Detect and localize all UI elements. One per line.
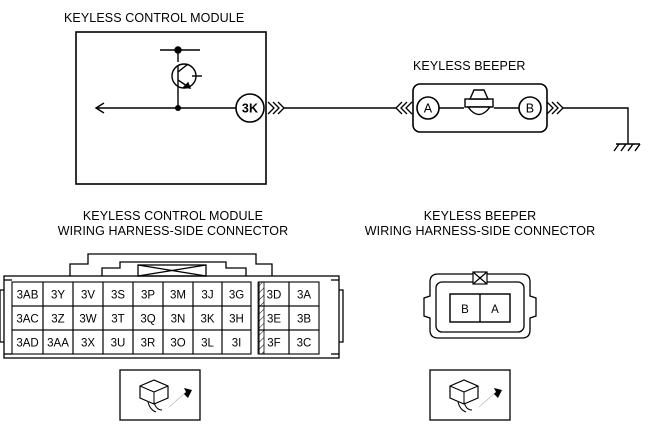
- svg-text:3W: 3W: [79, 314, 96, 326]
- svg-text:3Z: 3Z: [51, 314, 64, 326]
- terminal-cell-3b: 3B: [288, 305, 320, 331]
- svg-text:3Y: 3Y: [51, 290, 65, 302]
- terminal-cell-3ad: 3AD: [11, 329, 44, 355]
- terminal-cell-3q: 3Q: [132, 305, 164, 331]
- svg-text:3G: 3G: [229, 290, 244, 302]
- terminal-cell-3aa: 3AA: [42, 329, 74, 355]
- terminal-cell-3s: 3S: [102, 281, 134, 307]
- harness-view-icon: [119, 369, 201, 421]
- terminal-cell-3r: 3R: [132, 329, 164, 355]
- terminal-cell-3g: 3G: [221, 281, 252, 307]
- terminal-cell-3k: 3K: [192, 305, 223, 331]
- svg-text:3O: 3O: [170, 338, 185, 350]
- harness-view-icon: [429, 369, 511, 421]
- svg-text:3I: 3I: [232, 338, 242, 350]
- terminal-cell-3j: 3J: [192, 281, 223, 307]
- beeper-latch-icon: [472, 271, 488, 285]
- terminal-a: A: [416, 96, 440, 120]
- terminal-cell-3t: 3T: [102, 305, 134, 331]
- beeper-connector-cell-a: A: [479, 293, 511, 323]
- terminal-cell-3y: 3Y: [42, 281, 74, 307]
- terminal-cell-3c: 3C: [288, 329, 320, 355]
- svg-text:3X: 3X: [81, 338, 95, 350]
- terminal-cell-3x: 3X: [72, 329, 104, 355]
- beeper-connector-title-2: WIRING HARNESS-SIDE CONNECTOR: [365, 224, 595, 238]
- svg-text:3F: 3F: [267, 338, 280, 350]
- svg-text:3J: 3J: [201, 290, 213, 302]
- terminal-cell-3a: 3A: [288, 281, 320, 307]
- svg-text:3AA: 3AA: [47, 338, 69, 350]
- svg-text:3M: 3M: [170, 290, 186, 302]
- terminal-cell-3ab: 3AB: [11, 281, 44, 307]
- svg-text:3D: 3D: [267, 290, 282, 302]
- svg-text:3V: 3V: [81, 290, 95, 302]
- beeper-connector-cell-b: B: [449, 293, 481, 323]
- module-connector-title-2: WIRING HARNESS-SIDE CONNECTOR: [58, 224, 288, 238]
- svg-text:3H: 3H: [229, 314, 244, 326]
- terminal-cell-3h: 3H: [221, 305, 252, 331]
- svg-text:3E: 3E: [267, 314, 281, 326]
- terminal-cell-3z: 3Z: [42, 305, 74, 331]
- terminal-cell-3w: 3W: [72, 305, 104, 331]
- svg-text:3U: 3U: [111, 338, 126, 350]
- svg-text:3A: 3A: [297, 290, 311, 302]
- terminal-cell-3l: 3L: [192, 329, 223, 355]
- svg-text:3AD: 3AD: [16, 338, 38, 350]
- svg-text:3S: 3S: [111, 290, 125, 302]
- terminal-b: B: [518, 96, 542, 120]
- svg-text:3AB: 3AB: [17, 290, 39, 302]
- module-connector-title-1: KEYLESS CONTROL MODULE: [83, 209, 263, 223]
- svg-text:B: B: [461, 304, 469, 316]
- terminal-cell-3ac: 3AC: [11, 305, 44, 331]
- connector-chevrons-left: [395, 101, 413, 115]
- terminal-cell-3n: 3N: [162, 305, 194, 331]
- beeper-connector-title-1: KEYLESS BEEPER: [424, 209, 537, 223]
- terminal-cell-3o: 3O: [162, 329, 194, 355]
- module-title: KEYLESS CONTROL MODULE: [64, 11, 244, 25]
- connector-chevrons-right-b: [546, 101, 564, 115]
- svg-text:3Q: 3Q: [140, 314, 155, 326]
- module-connector-outline: [0, 253, 344, 359]
- svg-text:3L: 3L: [201, 338, 214, 350]
- terminal-cell-3u: 3U: [102, 329, 134, 355]
- transistor-symbol: [160, 46, 202, 108]
- svg-text:3C: 3C: [297, 338, 312, 350]
- svg-text:3AC: 3AC: [16, 314, 38, 326]
- connector-chevrons-right: [267, 101, 285, 115]
- svg-text:3N: 3N: [171, 314, 186, 326]
- svg-text:3K: 3K: [200, 314, 214, 326]
- module-box: [75, 31, 267, 185]
- terminal-cell-3i: 3I: [221, 329, 252, 355]
- terminal-3k: 3K: [235, 93, 265, 123]
- module-connector-grid: 3AB 3Y 3V 3S 3P 3M 3J 3G 3D 3A 3AC 3Z 3W 3T 3Q 3N 3K 3H 3E…: [11, 281, 320, 355]
- svg-text:3T: 3T: [111, 314, 124, 326]
- svg-text:3P: 3P: [141, 290, 155, 302]
- svg-text:3R: 3R: [141, 338, 156, 350]
- terminal-cell-3v: 3V: [72, 281, 104, 307]
- svg-text:A: A: [424, 102, 433, 116]
- buzzer-icon: [464, 89, 494, 116]
- ground-icon: [613, 143, 641, 152]
- terminal-cell-3p: 3P: [132, 281, 164, 307]
- svg-text:A: A: [491, 304, 499, 316]
- svg-text:3K: 3K: [242, 102, 258, 116]
- ground-wire: [563, 107, 629, 144]
- svg-text:3B: 3B: [297, 314, 311, 326]
- terminal-cell-3m: 3M: [162, 281, 194, 307]
- beeper-box: [412, 83, 548, 133]
- beeper-title: KEYLESS BEEPER: [413, 59, 526, 73]
- svg-text:B: B: [526, 102, 534, 116]
